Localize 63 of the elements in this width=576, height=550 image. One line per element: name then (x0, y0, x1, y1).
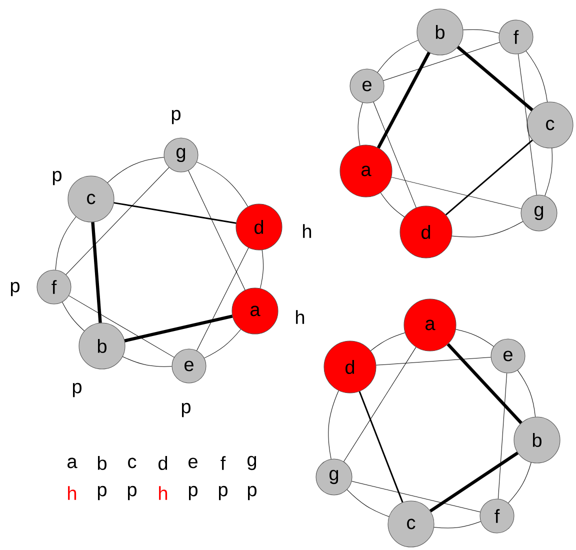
edge-line (456, 46, 534, 112)
ring-arc (62, 302, 85, 332)
edge-line (445, 140, 533, 216)
edge-line (358, 391, 404, 503)
table-letter: b (98, 456, 106, 470)
edge-line (352, 481, 480, 512)
edge-line (114, 202, 236, 224)
table-letter: e (188, 458, 198, 468)
edge-line (91, 222, 102, 323)
beside-label: h (296, 310, 304, 324)
table-letter: p (248, 486, 256, 500)
edge-line (376, 52, 430, 149)
ring-arc (452, 221, 524, 238)
ring-arc (346, 489, 390, 517)
edge-line (344, 346, 416, 462)
ring-arc (204, 329, 241, 358)
ring-arc (517, 370, 536, 418)
table-letter: h (159, 486, 168, 500)
beside-label: p (182, 402, 190, 418)
ring-arc (107, 157, 164, 183)
edge-line (518, 54, 537, 196)
ring-arc (122, 356, 172, 367)
edge-line (383, 42, 500, 81)
beside-label: p (10, 282, 20, 296)
beside-label: p (172, 110, 180, 124)
table-letter: h (68, 486, 76, 500)
edge-line (68, 295, 174, 358)
ring-arc (544, 148, 552, 196)
edge-line (498, 372, 508, 500)
table-letter: p (218, 486, 228, 500)
edge-line (66, 167, 170, 275)
beside-label: p (52, 170, 62, 186)
table-letter: g (248, 456, 256, 470)
ring-arc (380, 192, 405, 218)
edge-line (373, 102, 416, 208)
beside-label: h (303, 224, 312, 238)
ring-arc (358, 102, 363, 146)
ring-arc (328, 390, 339, 460)
table-letter: p (128, 486, 136, 500)
table-letter: p (98, 486, 106, 500)
ring-arc (434, 521, 481, 528)
ring-arc (55, 216, 76, 270)
edge-line (391, 176, 522, 209)
table-letter: a (68, 458, 78, 468)
table-letter: d (158, 456, 168, 470)
edge-line (376, 356, 492, 366)
edge-line (446, 343, 522, 424)
edge-line (188, 170, 246, 290)
ring-arc (260, 250, 264, 289)
beside-label: p (72, 382, 82, 398)
ring-arc (196, 162, 248, 207)
ring-arc (526, 50, 548, 102)
ring-arc (508, 462, 532, 504)
edge-line (429, 452, 519, 512)
ring-arc (462, 29, 500, 34)
table-letter: c (128, 458, 136, 468)
ring-arc (456, 329, 494, 347)
table-letter: p (188, 486, 198, 500)
edge-line (196, 248, 249, 351)
edge-line (124, 314, 233, 342)
table-letter: f (220, 456, 226, 470)
ring-arc (377, 40, 418, 73)
ring-arc (370, 332, 406, 352)
